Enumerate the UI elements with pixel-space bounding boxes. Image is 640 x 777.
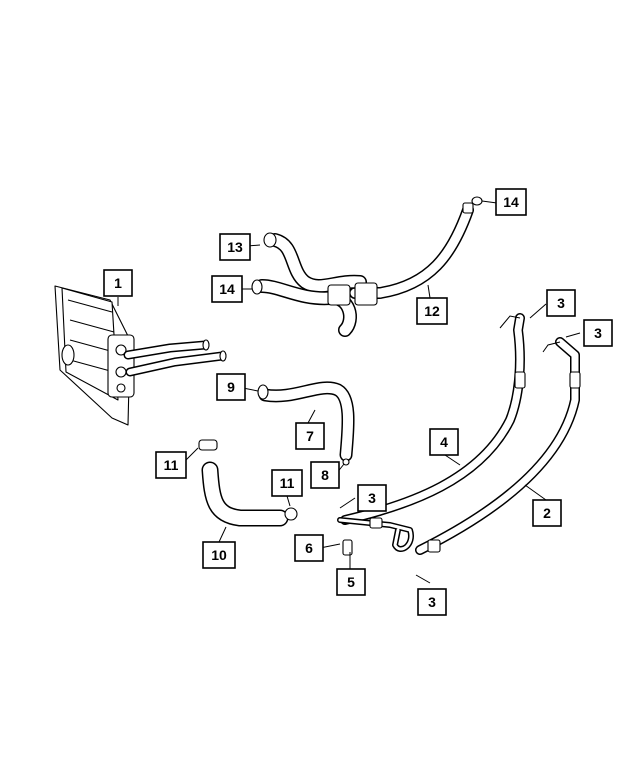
callout-1: 1 xyxy=(103,269,133,297)
svg-text:9: 9 xyxy=(227,379,235,395)
heater-core-part xyxy=(54,285,227,426)
svg-text:11: 11 xyxy=(280,475,295,491)
svg-text:3: 3 xyxy=(557,295,565,311)
svg-text:4: 4 xyxy=(440,434,448,450)
svg-text:3: 3 xyxy=(594,325,602,341)
svg-text:8: 8 xyxy=(321,467,329,483)
callout-11-b: 11 xyxy=(271,469,303,497)
svg-text:3: 3 xyxy=(368,490,376,506)
svg-text:6: 6 xyxy=(305,540,313,556)
callout-9: 9 xyxy=(216,373,246,401)
callout-5: 5 xyxy=(336,568,366,596)
callout-13: 13 xyxy=(219,233,251,261)
callout-12: 12 xyxy=(416,297,448,325)
svg-text:2: 2 xyxy=(543,505,551,521)
callout-3-b: 3 xyxy=(583,319,613,347)
svg-text:3: 3 xyxy=(428,594,436,610)
callout-14-a: 14 xyxy=(211,275,243,303)
svg-text:12: 12 xyxy=(424,303,440,319)
callout-10: 10 xyxy=(202,541,236,569)
svg-text:14: 14 xyxy=(503,194,519,210)
lower-hose-part xyxy=(198,439,298,527)
svg-text:11: 11 xyxy=(164,457,179,473)
callout-6: 6 xyxy=(294,534,324,562)
callout-11-a: 11 xyxy=(155,451,187,479)
callout-3-c: 3 xyxy=(357,484,387,512)
callout-7: 7 xyxy=(295,422,325,450)
callout-14-b: 14 xyxy=(495,188,527,216)
callout-2: 2 xyxy=(532,499,562,527)
callout-3-a: 3 xyxy=(546,289,576,317)
callout-8: 8 xyxy=(310,461,340,489)
callout-3-d: 3 xyxy=(417,588,447,616)
upper-hose-assembly-part xyxy=(251,196,483,337)
leader-lines xyxy=(117,200,581,584)
long-lines-part xyxy=(337,313,581,556)
callout-4: 4 xyxy=(429,428,459,456)
svg-text:7: 7 xyxy=(306,428,314,444)
svg-text:14: 14 xyxy=(219,281,235,297)
svg-text:13: 13 xyxy=(227,239,243,255)
svg-text:1: 1 xyxy=(114,275,122,291)
middle-hose-part xyxy=(257,381,355,466)
svg-text:5: 5 xyxy=(347,574,355,590)
svg-text:10: 10 xyxy=(211,547,227,563)
